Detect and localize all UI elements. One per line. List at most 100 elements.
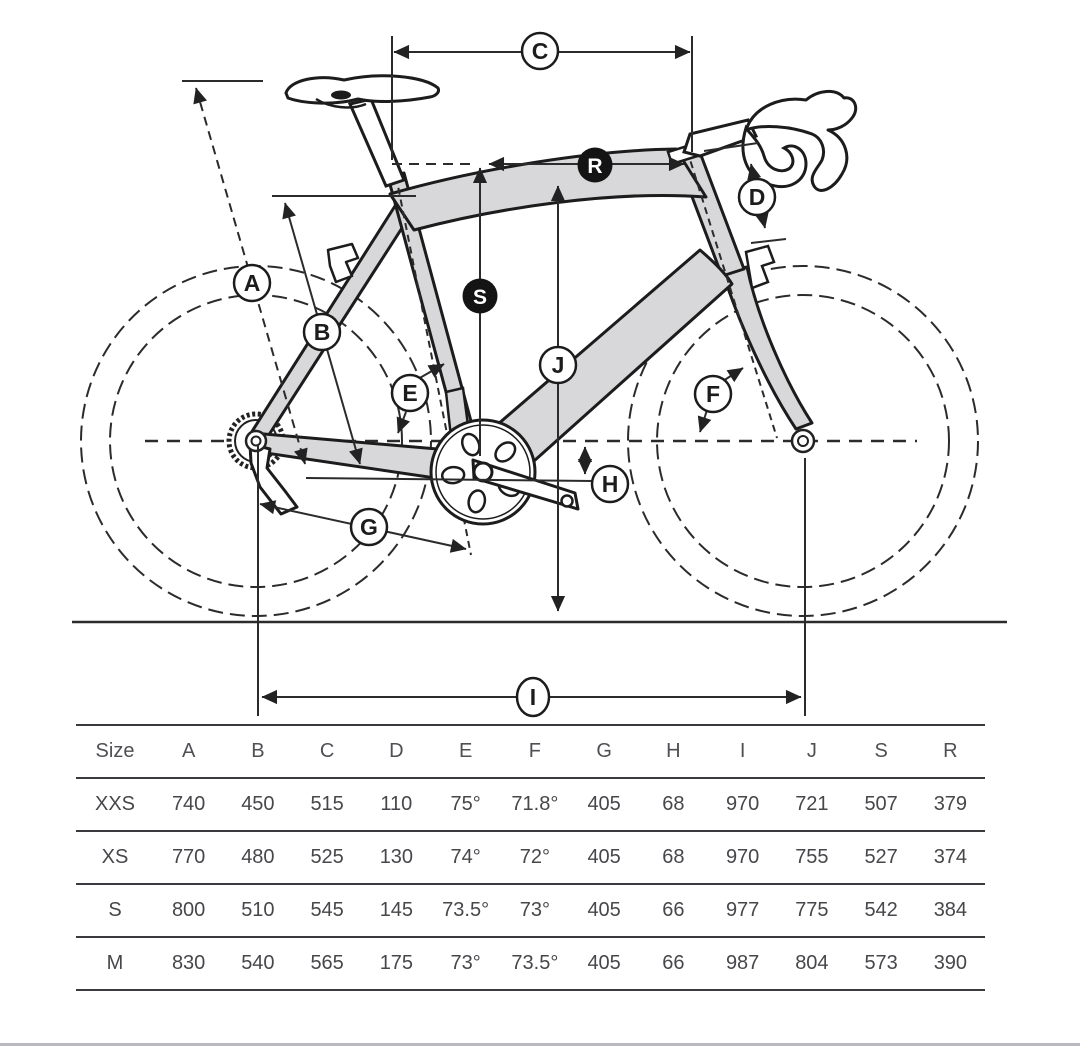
table-cell: 987: [725, 952, 760, 974]
front-hub: [790, 428, 816, 454]
table-cell: 542: [864, 899, 898, 921]
e-arrow-to-tube: [417, 363, 445, 380]
table-row-xxs: XXS 740 450 515 110 75° 71.8° 405 68 970…: [76, 779, 985, 832]
badge-f: F: [693, 374, 733, 414]
label-h: H: [602, 471, 619, 497]
table-cell: 405: [587, 846, 621, 868]
page-bottom-divider: [0, 1043, 1080, 1046]
label-e: E: [402, 380, 417, 406]
badge-j: J: [538, 345, 578, 385]
table-cell: 450: [241, 793, 275, 815]
col-header-b: B: [251, 740, 265, 762]
table-cell: 145: [379, 899, 414, 921]
col-header-a: A: [181, 740, 196, 762]
table-cell: 721: [795, 793, 829, 815]
table-cell: 68: [662, 846, 685, 868]
table-cell: 525: [310, 846, 344, 868]
steering-axis-dashed: [686, 149, 778, 439]
table-cell: 770: [171, 846, 206, 868]
col-header-i: I: [739, 740, 746, 762]
table-cell: 73.5°: [511, 952, 559, 974]
saddle: [284, 74, 440, 109]
badge-d: D: [737, 177, 777, 217]
pedal-eye: [560, 494, 574, 508]
drop-curl: [741, 124, 808, 188]
table-cell: 72°: [519, 846, 550, 868]
table-cell: 405: [587, 899, 621, 921]
badge-e: E: [390, 373, 430, 413]
table-cell: 75°: [450, 793, 481, 815]
table-cell: 379: [933, 793, 968, 815]
col-header-h: H: [666, 740, 681, 762]
table-cell: 970: [725, 793, 760, 815]
badge-s: S: [462, 278, 498, 314]
badge-i: I: [515, 676, 551, 718]
label-f: F: [706, 381, 720, 407]
d-ref-bottom: [750, 238, 787, 244]
table-cell: 573: [864, 952, 898, 974]
col-header-f: F: [528, 740, 541, 762]
col-header-c: C: [319, 740, 335, 762]
size-cell: M: [106, 952, 124, 974]
d-ref-top: [703, 142, 759, 152]
col-header-s: S: [874, 740, 888, 762]
table-cell: 68: [662, 793, 685, 815]
label-b: B: [314, 319, 331, 345]
dim-h: [305, 446, 594, 482]
table-cell: 510: [241, 899, 275, 921]
table-cell: 540: [241, 952, 275, 974]
front-brake: [744, 244, 776, 290]
table-cell: 977: [725, 899, 760, 921]
table-cell: 545: [310, 899, 344, 921]
f-arrow-to-line: [697, 409, 712, 433]
table-cell: 66: [662, 899, 685, 921]
table-header-row: Size A B C D E F G H I J S R: [76, 726, 985, 779]
col-header-e: E: [458, 740, 473, 762]
badge-a: A: [232, 263, 272, 303]
table-row-xs: XS 770 480 525 130 74° 72° 405 68 970 75…: [76, 832, 985, 885]
top-tube: [388, 147, 708, 232]
hood-and-lever: [744, 90, 858, 192]
col-header-r: R: [943, 740, 958, 762]
saddle-clamp: [331, 90, 351, 100]
h-ref-line: [305, 477, 594, 482]
badge-r: R: [577, 147, 613, 183]
rear-hub: [244, 429, 268, 453]
table-cell: 405: [587, 952, 621, 974]
table-cell: 73°: [519, 899, 550, 921]
badge-c: C: [520, 31, 560, 71]
table-cell: 515: [310, 793, 344, 815]
size-cell: XS: [101, 846, 129, 868]
table-cell: 384: [933, 899, 968, 921]
geometry-table: Size A B C D E F G H I J S R XXS 740 450…: [76, 724, 985, 991]
table-cell: 804: [795, 952, 829, 974]
badge-h: H: [590, 464, 630, 504]
table-cell: 565: [310, 952, 344, 974]
label-c: C: [532, 38, 549, 64]
table-cell: 71.8°: [511, 793, 559, 815]
table-cell: 374: [933, 846, 968, 868]
label-a: A: [244, 270, 261, 296]
col-header-d: D: [389, 740, 404, 762]
table-cell: 390: [933, 952, 968, 974]
table-cell: 73.5°: [442, 899, 490, 921]
dim-f: [697, 367, 744, 433]
table-cell: 130: [379, 846, 414, 868]
seatpost: [347, 97, 406, 188]
f-arrow-to-fork: [722, 367, 744, 383]
table-cell: 73°: [450, 952, 481, 974]
table-cell: 740: [171, 793, 206, 815]
table-cell: 74°: [450, 846, 481, 868]
table-cell: 527: [864, 846, 898, 868]
bike-geometry-diagram: A B C D E F G: [72, 31, 1007, 718]
col-header-g: G: [596, 740, 612, 762]
label-i: I: [530, 684, 536, 710]
table-cell: 800: [171, 899, 206, 921]
table-cell: 507: [864, 793, 898, 815]
col-header-size: Size: [95, 740, 135, 762]
table-cell: 66: [662, 952, 685, 974]
label-g: G: [360, 514, 378, 540]
table-cell: 755: [795, 846, 829, 868]
table-cell: 175: [379, 952, 414, 974]
